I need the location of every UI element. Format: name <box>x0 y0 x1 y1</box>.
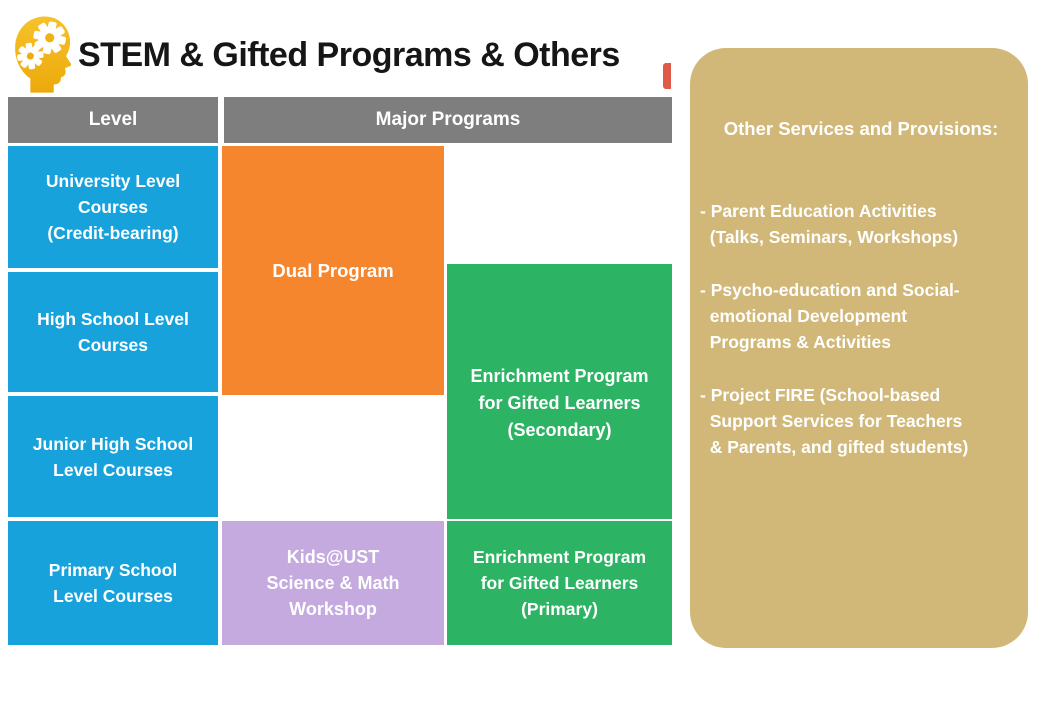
level-cell-junior-high: Junior High School Level Courses <box>8 396 218 517</box>
head-with-gears-icon <box>8 9 73 93</box>
column-header-major-programs: Major Programs <box>224 97 672 143</box>
program-cell-kids-ust-workshop: Kids@UST Science & Math Workshop <box>222 521 444 645</box>
level-cell-high-school: High School Level Courses <box>8 272 218 392</box>
program-cell-enrichment-secondary: Enrichment Program for Gifted Learners (… <box>447 264 672 519</box>
level-cell-primary: Primary School Level Courses <box>8 521 218 645</box>
program-cell-dual-program: Dual Program <box>222 146 444 395</box>
other-services-item-project-fire: - Project FIRE (School-based Support Ser… <box>700 385 969 457</box>
program-cell-enrichment-primary: Enrichment Program for Gifted Learners (… <box>447 521 672 645</box>
page-title: STEM & Gifted Programs & Others <box>78 36 620 74</box>
column-header-level: Level <box>8 97 218 143</box>
other-services-item-parent-education: - Parent Education Activities (Talks, Se… <box>700 201 959 247</box>
other-services-item-psycho-education: - Psycho-education and Social- emotional… <box>700 280 960 352</box>
red-accent-mark <box>663 63 671 89</box>
other-services-panel: Other Services and Provisions: - Parent … <box>690 48 1028 648</box>
other-services-title: Other Services and Provisions: <box>723 118 999 139</box>
level-cell-university: University Level Courses (Credit-bearing… <box>8 146 218 268</box>
